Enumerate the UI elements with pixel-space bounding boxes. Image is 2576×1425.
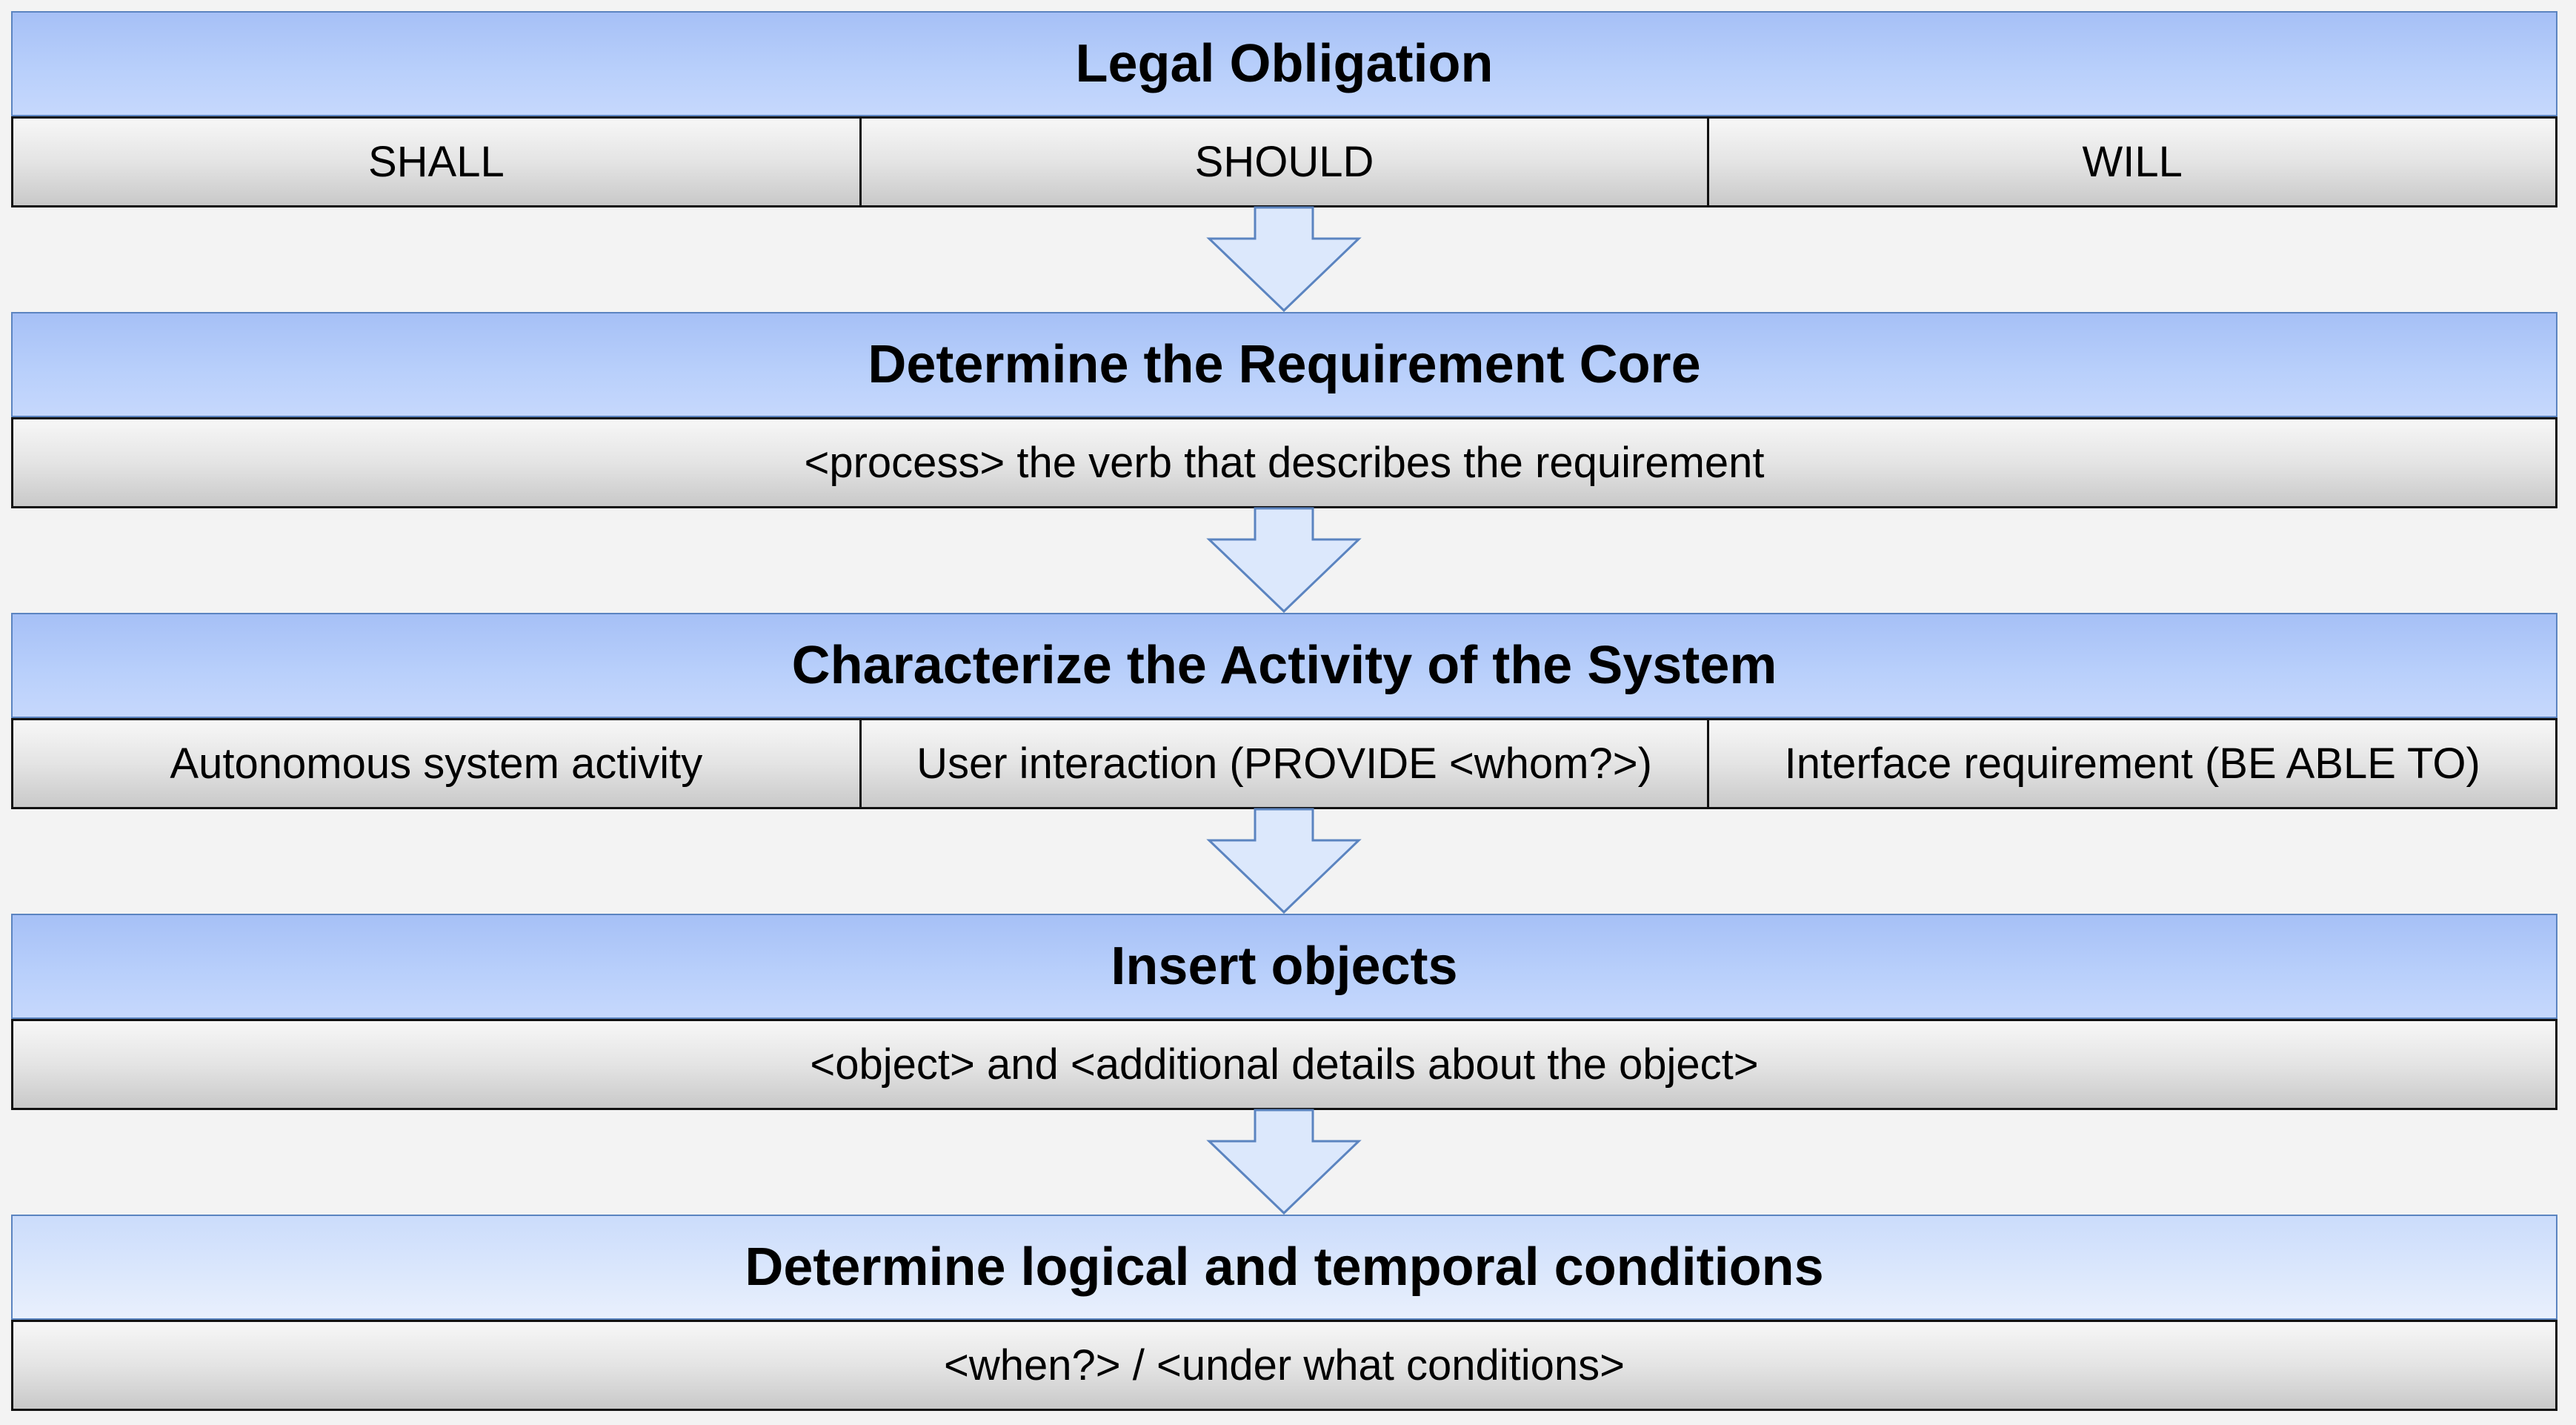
cell-object-details: <object> and <additional details about t…: [11, 1019, 2557, 1110]
stage-title: Insert objects: [11, 914, 2557, 1019]
stage-cells: SHALL SHOULD WILL: [11, 116, 2558, 207]
stage-title: Determine the Requirement Core: [11, 312, 2557, 417]
stage-title: Legal Obligation: [11, 11, 2557, 116]
cell-interface-requirement: Interface requirement (BE ABLE TO): [1707, 718, 2558, 809]
cell-conditions: <when?> / <under what conditions>: [11, 1320, 2557, 1411]
down-arrow-1: [1206, 206, 1362, 313]
cell-will: WILL: [1707, 116, 2558, 207]
down-arrow-3: [1206, 808, 1362, 914]
stage-title: Determine logical and temporal condition…: [11, 1215, 2557, 1320]
down-arrow-2: [1206, 507, 1362, 614]
stage-cells: <process> the verb that describes the re…: [11, 417, 2557, 508]
stage-cells: Autonomous system activity User interact…: [11, 718, 2558, 809]
stage-cells: <when?> / <under what conditions>: [11, 1320, 2557, 1411]
cell-process: <process> the verb that describes the re…: [11, 417, 2557, 508]
cell-autonomous-activity: Autonomous system activity: [11, 718, 862, 809]
cell-user-interaction: User interaction (PROVIDE <whom?>): [859, 718, 1710, 809]
stage-cells: <object> and <additional details about t…: [11, 1019, 2557, 1110]
stage-title: Characterize the Activity of the System: [11, 613, 2557, 718]
down-arrow-4: [1206, 1109, 1362, 1215]
cell-shall: SHALL: [11, 116, 862, 207]
cell-should: SHOULD: [859, 116, 1710, 207]
